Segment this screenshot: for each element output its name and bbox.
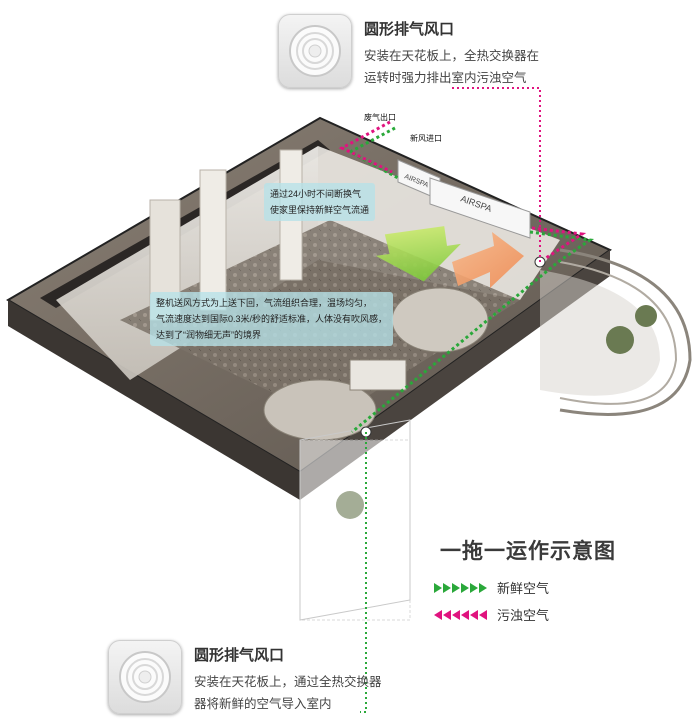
- stale-air-duct-path: [338, 120, 587, 264]
- callout-top-description: 安装在天花板上，全热交换器在 运转时强力排出室内污浊空气: [364, 45, 539, 89]
- stale-air-flow-arrow: [452, 232, 524, 288]
- callout-bottom-supply-vent: 圆形排气风口 安装在天花板上，通过全热交换器 器将新鲜的空气导入室内: [108, 640, 382, 715]
- note-24h-line-1: 通过24小时不间断换气: [270, 189, 362, 199]
- exhaust-outlet-label: 废气出口: [364, 113, 396, 122]
- callout-bottom-line-1: 安装在天花板上，通过全热交换器: [194, 675, 382, 689]
- callout-top-line-1: 安装在天花板上，全热交换器在: [364, 49, 540, 63]
- note-24h-line-2: 使家里保持新鲜空气流通: [270, 205, 370, 215]
- callout-top-exhaust-vent: 圆形排气风口 安装在天花板上，全热交换器在 运转时强力排出室内污浊空气: [278, 14, 539, 89]
- legend-title: 一拖一运作示意图: [440, 540, 616, 563]
- callout-bottom-line-2: 器将新鲜的空气导入室内: [194, 697, 332, 711]
- note-airflow-method: 整机送风方式为上送下回，气流组织合理，温场均匀， 气流速度达到国际0.3米/秒的…: [150, 292, 394, 346]
- legend-item-stale-air: 污浊空气: [434, 605, 549, 624]
- ceiling-vents: [360, 256, 546, 438]
- fresh-inlet-label: 新风进口: [410, 134, 442, 143]
- callout-bottom-title: 圆形排气风口: [194, 647, 285, 664]
- callout-top-title: 圆形排气风口: [364, 21, 455, 38]
- legend-item-fresh-air: 新鲜空气: [434, 578, 549, 597]
- airflow-arrows: [375, 226, 524, 288]
- note-airflow-line-3: 达到了“润物细无声”的境界: [156, 330, 261, 340]
- round-vent-icon: [278, 14, 352, 88]
- callout-top-line-2: 运转时强力排出室内污浊空气: [364, 71, 527, 85]
- callout-bottom-description: 安装在天花板上，通过全热交换器 器将新鲜的空气导入室内: [194, 671, 382, 715]
- legend-fresh-air-label: 新鲜空气: [497, 581, 550, 596]
- fresh-air-arrow-icon: [434, 582, 487, 593]
- note-24h-ventilation: 通过24小时不间断换气 使家里保持新鲜空气流通: [264, 183, 376, 221]
- note-airflow-line-1: 整机送风方式为上送下回，气流组织合理，温场均匀，: [156, 298, 373, 308]
- legend-stale-air-label: 污浊空气: [497, 608, 550, 623]
- note-airflow-line-2: 气流速度达到国际0.3米/秒的舒适标准，人体没有吹风感，: [156, 314, 388, 324]
- fresh-air-flow-arrow: [375, 226, 461, 282]
- fresh-air-duct-path: [346, 126, 595, 434]
- callout-leader-lines: [360, 87, 541, 713]
- heat-exchanger-units: [397, 159, 531, 239]
- stale-air-arrow-icon: [434, 609, 487, 620]
- round-vent-icon: [108, 640, 182, 714]
